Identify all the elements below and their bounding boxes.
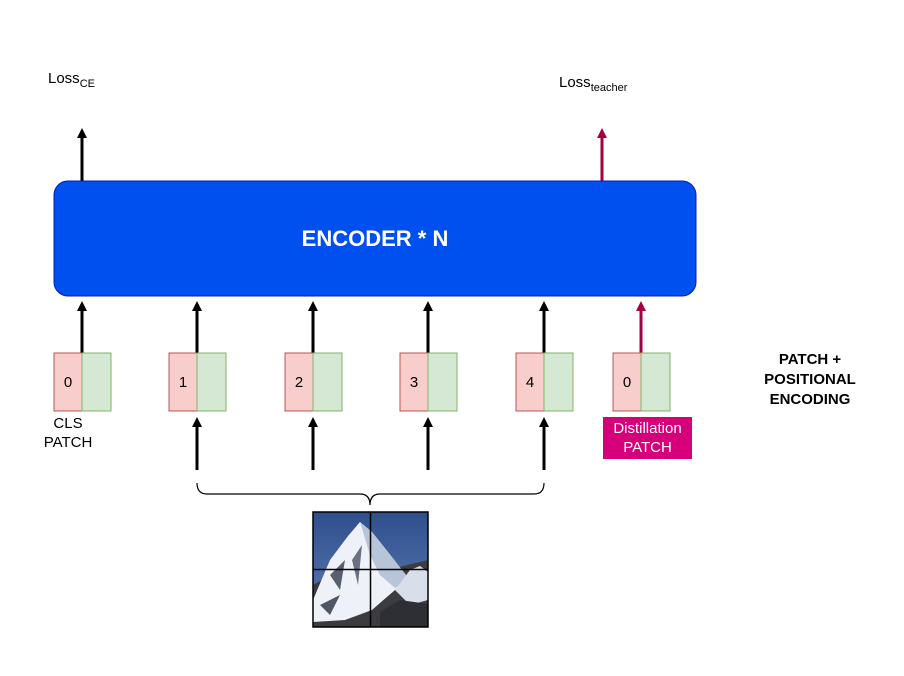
token-boxes bbox=[53, 352, 671, 412]
token-patch-2 bbox=[284, 352, 343, 412]
loss-teacher-label: Lossteacher bbox=[559, 74, 627, 94]
token-2-number: 2 bbox=[294, 374, 304, 391]
token-cls-number: 0 bbox=[63, 374, 73, 391]
token-distillation bbox=[612, 352, 671, 412]
token-patch-3 bbox=[399, 352, 458, 412]
loss-teacher-base: Loss bbox=[559, 74, 591, 91]
loss-ce-sub: CE bbox=[79, 78, 95, 90]
token-to-encoder-arrows bbox=[77, 301, 646, 353]
token-patch-1 bbox=[168, 352, 227, 412]
encoder-block bbox=[53, 180, 697, 297]
token-4-number: 4 bbox=[525, 374, 535, 391]
distill-label-line2: PATCH bbox=[623, 439, 672, 456]
loss-ce-base: Loss bbox=[48, 70, 80, 87]
cls-patch-label: CLS PATCH bbox=[36, 414, 100, 452]
token-cls bbox=[53, 352, 112, 412]
loss-teacher-sub: teacher bbox=[590, 82, 628, 94]
token-distill-number: 0 bbox=[622, 374, 632, 391]
loss-ce-label: LossCE bbox=[48, 70, 95, 90]
cls-label-line1: CLS bbox=[53, 415, 83, 432]
side-label-line1: PATCH + bbox=[778, 351, 842, 368]
cls-label-line2: PATCH bbox=[43, 434, 93, 451]
token-1-number: 1 bbox=[178, 374, 188, 391]
token-patch-4 bbox=[515, 352, 574, 412]
curly-brace bbox=[196, 482, 545, 506]
patch-positional-encoding-label: PATCH + POSITIONAL ENCODING bbox=[740, 350, 880, 410]
patch-input-arrows bbox=[192, 417, 549, 470]
side-label-line3: ENCODING bbox=[769, 391, 851, 408]
token-3-number: 3 bbox=[409, 374, 419, 391]
distill-label-line1: Distillation bbox=[613, 420, 682, 437]
distillation-patch-label: Distillation PATCH bbox=[603, 417, 692, 459]
side-label-line2: POSITIONAL bbox=[764, 371, 856, 388]
mountain-image bbox=[312, 511, 429, 628]
encoder-label: ENCODER * N bbox=[301, 225, 449, 251]
